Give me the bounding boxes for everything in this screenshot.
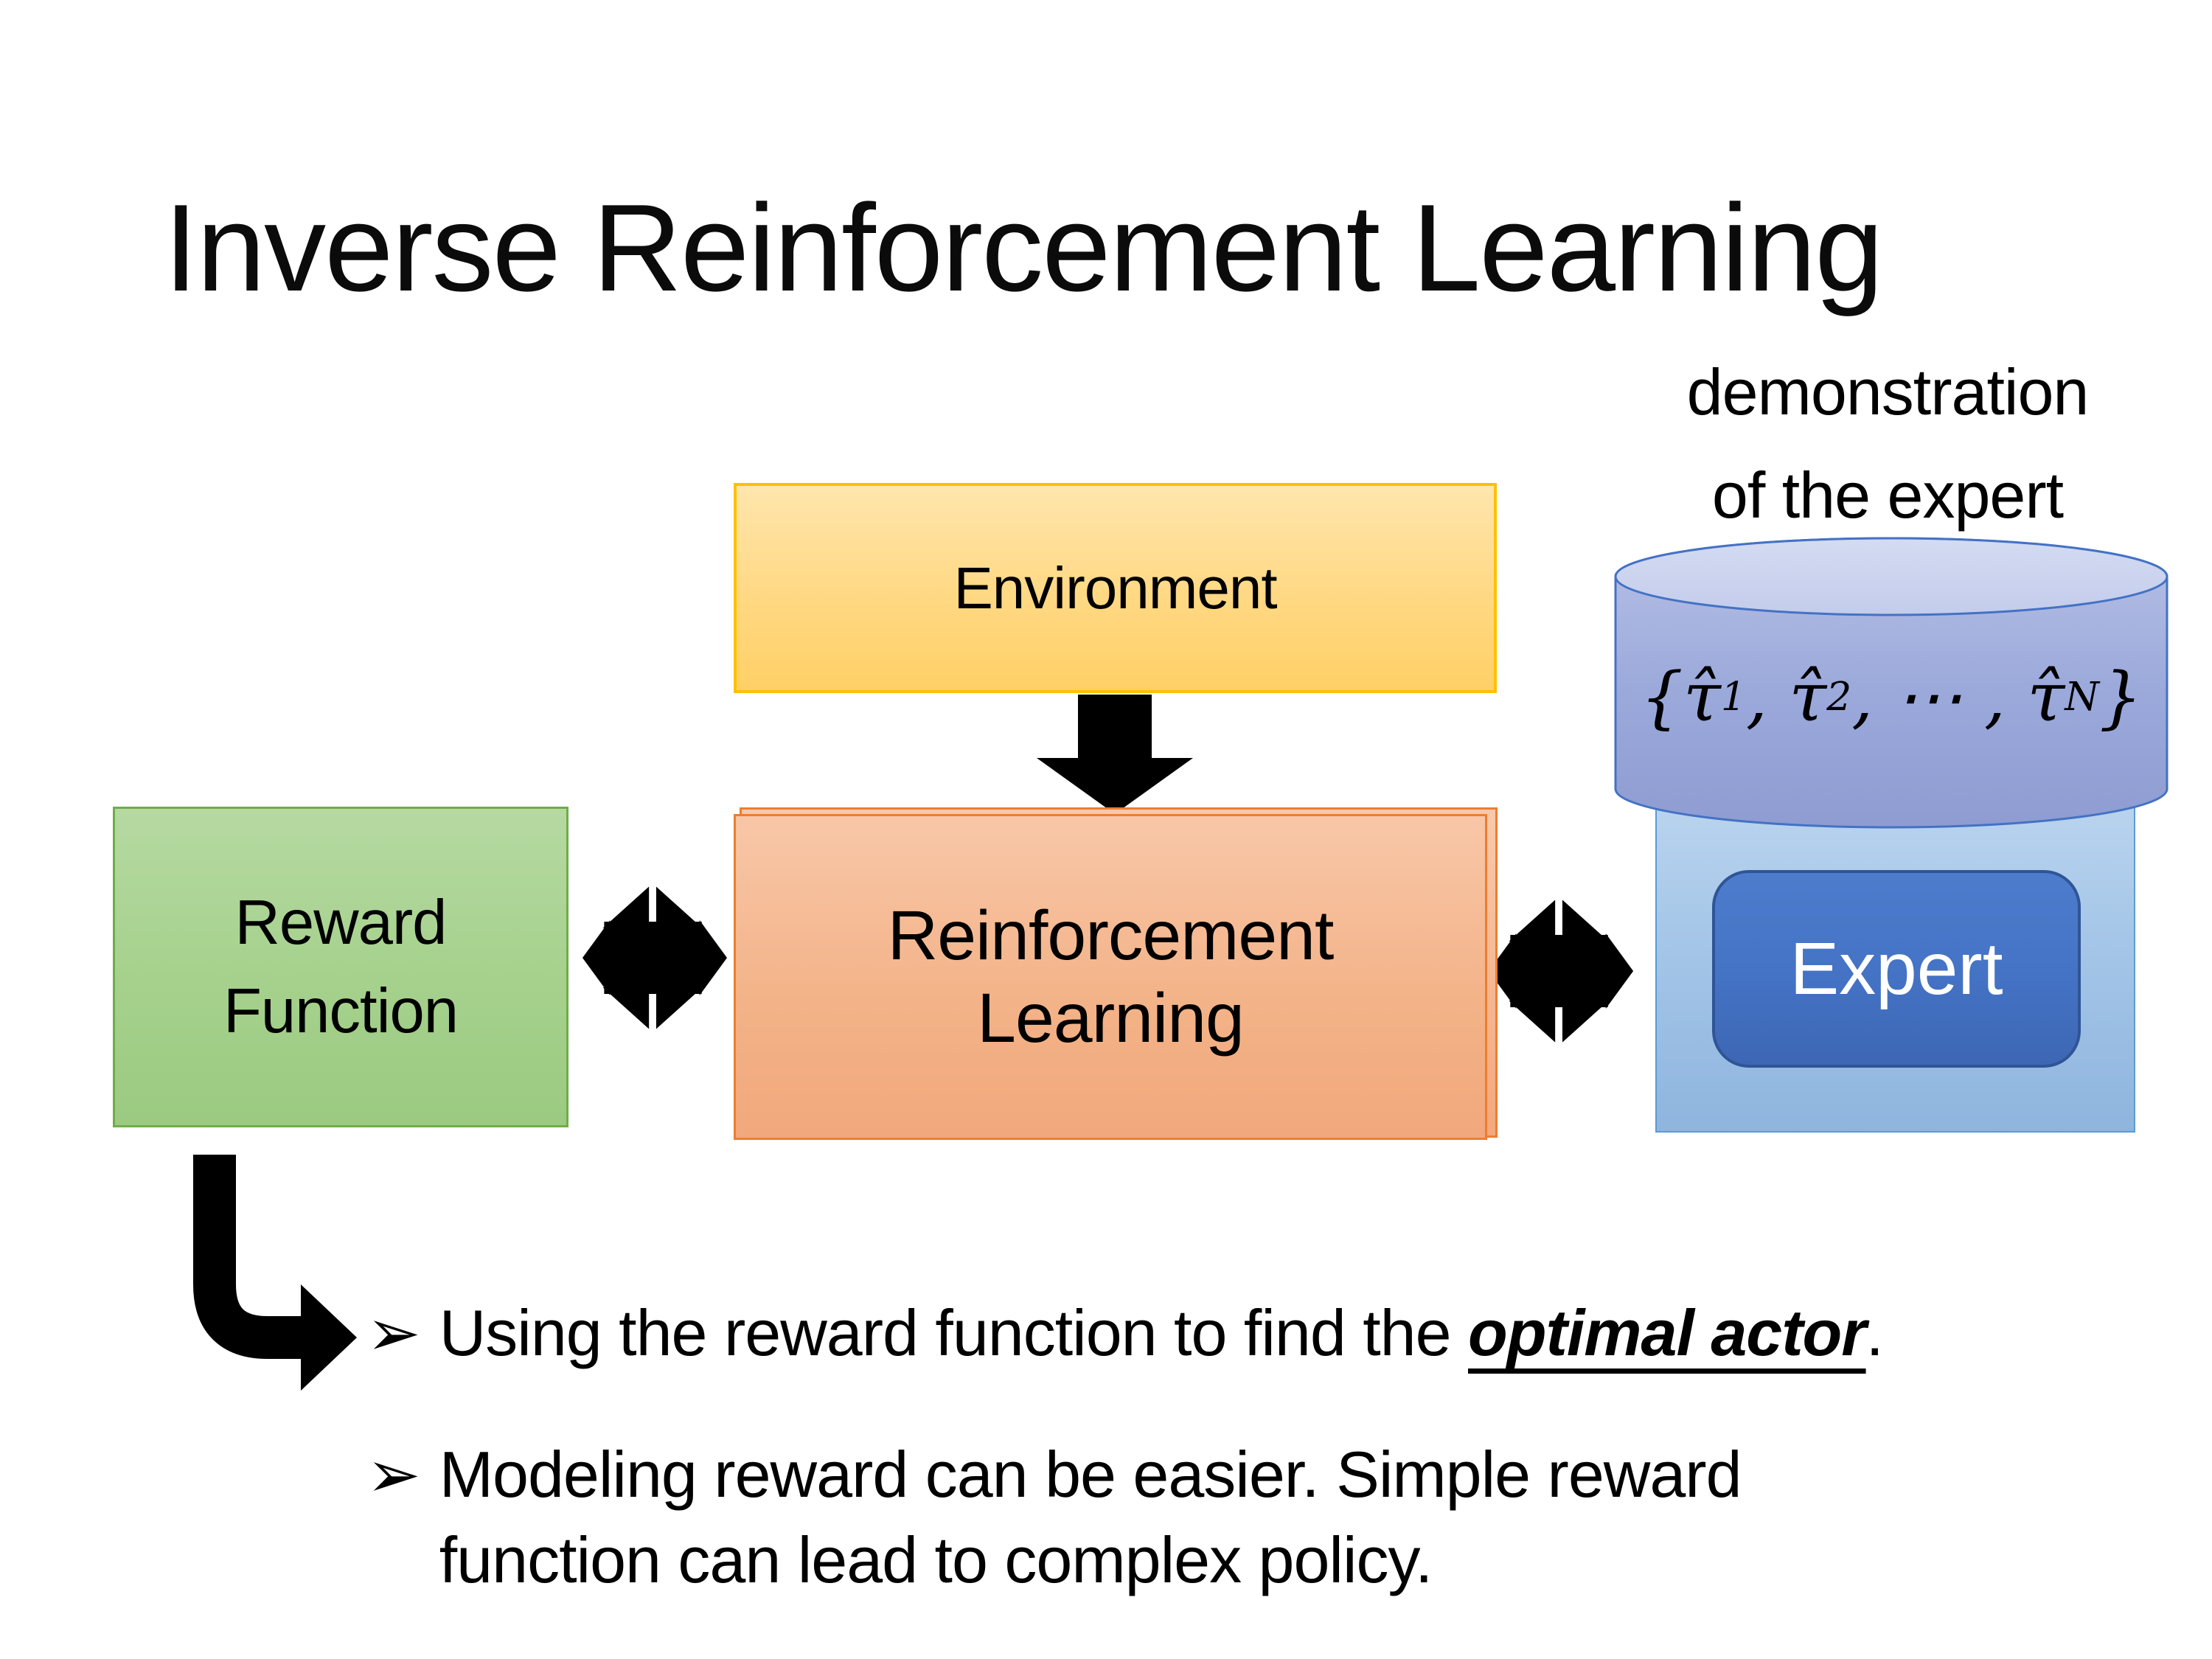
bullet2-line1: Modeling reward can be easier. Simple re… [439,1438,1742,1511]
bullet-modeling-reward: ➢ Modeling reward can be easier. Simple … [366,1432,1742,1603]
bullet2-line2: function can lead to complex policy. [439,1523,1433,1596]
bent-arrow-icon [193,1155,357,1391]
bullet-marker-icon: ➢ [366,1296,421,1369]
expert-label: Expert [1790,927,2003,1010]
math-close: } [2099,657,2143,737]
reinforcement-learning-label-line1: Reinforcement [887,897,1335,975]
reinforcement-learning-label-line2: Learning [977,979,1245,1057]
bullet-optimal-actor: ➢ Using the reward function to find the … [366,1290,1884,1376]
math-mid2: , ⋯ , τ̂ [1851,657,2065,737]
math-open: {τ̂ [1640,657,1721,737]
math-mid1: , τ̂ [1745,657,1827,737]
double-arrow-icon-left [582,882,727,1034]
demonstration-label: demonstration of the expert [1622,341,2153,547]
environment-label: Environment [953,554,1277,621]
reward-function-box: Reward Function [113,807,568,1127]
bullet-marker-icon: ➢ [366,1438,421,1511]
down-arrow-icon [1037,695,1193,814]
environment-box: Environment [734,483,1497,693]
bullet1-emphasis: optimal actor [1468,1296,1867,1369]
demonstration-label-line1: demonstration [1686,355,2090,428]
demonstration-database-cylinder [1614,537,2168,829]
bullet1-text: Using the reward function to find the op… [439,1290,1884,1376]
page-title: Inverse Reinforcement Learning [164,178,1884,317]
reinforcement-learning-box: Reinforcement Learning [734,814,1487,1140]
demonstration-label-line2: of the expert [1711,459,2064,532]
trajectory-set-formula: {τ̂1, τ̂2, ⋯ , τ̂N} [1640,657,2143,737]
bullet2-text: Modeling reward can be easier. Simple re… [439,1432,1742,1603]
double-arrow-icon-right [1488,895,1634,1047]
expert-box: Expert [1712,870,2081,1068]
reward-function-label-line2: Function [223,975,459,1046]
bullet1-suffix: . [1865,1296,1884,1369]
bullet1-prefix: Using the reward function to find the [439,1296,1468,1369]
reward-function-label-line1: Reward [234,887,448,958]
